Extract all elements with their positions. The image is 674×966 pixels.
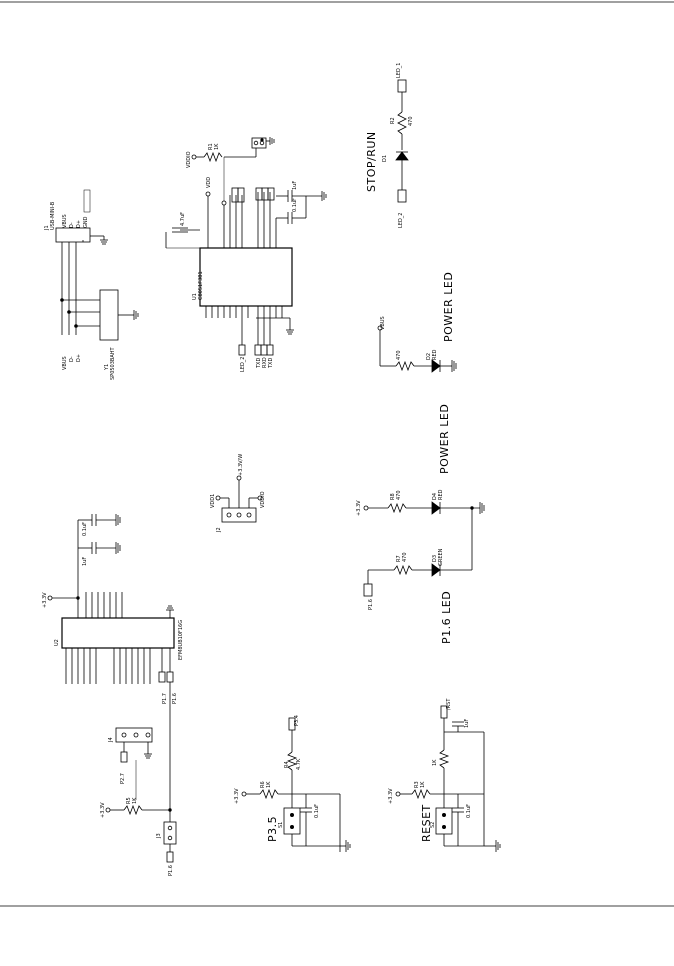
d4-color: RED: [438, 489, 444, 500]
stop-run-label: STOP/RUN: [365, 131, 378, 192]
reset-button-circuit: /RST +3.3V R3 1K 1K S2 0.1uF 1uF RESET: [388, 698, 501, 852]
r1-refdes: R1: [208, 143, 214, 150]
d3-p16: P1.6: [368, 599, 374, 610]
d3-color: GREEN: [438, 548, 444, 566]
r3-value: 470: [396, 350, 402, 360]
c-value-8: 1uF: [464, 719, 470, 728]
d4-refdes: D4: [432, 493, 438, 500]
j2-refdes: J2: [216, 527, 222, 533]
power-led-upper-label: POWER LED: [442, 272, 455, 342]
mcu-u1: U1 C8051F381 LED_2 TXD RXD TXD: [192, 192, 294, 372]
led1-net: LED_1: [396, 63, 402, 78]
header-j4: J4 P2.7: [108, 727, 153, 784]
led2-net: LED_2: [398, 213, 404, 228]
r2-refdes: R2: [390, 117, 396, 124]
u1-tx2: TXD: [268, 358, 274, 369]
r6-refdes: R6: [260, 781, 266, 788]
s2-3v3: +3.3V: [388, 788, 394, 804]
j1-vbus: VBUS: [62, 214, 68, 228]
j2-vddio: VDDIO: [260, 491, 266, 508]
mcu-u2: U2 EFM8UB10F16G P1.7 P1.6 +3.3V 0.1uF 1u…: [42, 514, 184, 810]
c-value-6: 0.1uF: [314, 804, 320, 818]
power-led-mid-circuit: +3.3V R8 470 D4 RED POWER LED: [356, 404, 485, 516]
r8-refdes: R8: [390, 493, 396, 500]
c-value-2: 0.1uF: [292, 198, 298, 212]
power-led-upper-circuit: VBUS 470 D2 RED POWER LED: [377, 272, 457, 373]
p16-led-label: P1.6 LED: [440, 591, 453, 644]
y1-dp: D+: [76, 354, 82, 362]
r5-value: 1K: [132, 797, 138, 804]
u1-support-components: VDD VDDIO R1 1K 1uF 0.1uF: [165, 137, 327, 249]
y1-refdes: Y1: [104, 364, 110, 371]
vdd-net-top: VDD: [206, 177, 212, 188]
r2-value: 470: [408, 116, 414, 126]
j1-dm: D-: [69, 222, 75, 228]
c-value-4: 0.1uF: [82, 522, 88, 536]
u2-3v3: +3.3V: [42, 592, 48, 608]
d2-refdes: D2: [426, 353, 432, 360]
j1-part: USB-MINI-B: [50, 201, 56, 230]
r1-value: 1K: [214, 143, 220, 150]
s2-refdes: S2: [430, 822, 436, 828]
d3-refdes: D3: [432, 555, 438, 562]
u2-part: EFM8UB10F16G: [178, 620, 184, 660]
jumper-j2: VDD1 +3.3V/W VDDIO J2: [210, 454, 266, 533]
c-value-3: 4.7uF: [180, 212, 186, 226]
j1-refdes: J1: [44, 225, 50, 231]
vddio-net: VDDIO: [186, 151, 192, 168]
u1-tx: TXD: [256, 358, 262, 369]
power-led-mid-label: POWER LED: [438, 404, 451, 474]
reset-label: RESET: [420, 804, 433, 842]
j2-vdd1: VDD1: [210, 494, 216, 508]
u1-rx: RXD: [262, 357, 268, 368]
p35-button-circuit: P3.4 +3.3V R6 1K R4 4.7K S1 0.1uF P3.5: [234, 715, 351, 852]
stop-run-led-circuit: LED_1 LED_2 R2 470 D1 STOP/RUN: [365, 63, 414, 228]
s2-rst: /RST: [446, 698, 452, 710]
p16-led-circuit: P1.6 R7 470 D3 GREEN P1.6 LED: [363, 506, 474, 644]
r-reset-value: 1K: [432, 759, 438, 766]
j4-refdes: J4: [108, 737, 114, 743]
r4-value: 4.7K: [296, 758, 302, 770]
y1-vbus: VBUS: [62, 356, 68, 370]
d2-color: RED: [432, 349, 438, 360]
r3-refdes: R3: [414, 781, 420, 788]
s1-3v3: +3.3V: [234, 788, 240, 804]
r5-refdes: R5: [126, 797, 132, 804]
u1-led2: LED_2: [240, 357, 246, 372]
pullup-r5-j3: +3.3V R5 1K J3 P1.6: [100, 797, 177, 876]
r4-refdes: R4: [284, 761, 290, 768]
r6-value: 1K: [266, 781, 272, 788]
j3-p16: P1.6: [168, 865, 174, 876]
u2-p16: P1.6: [172, 693, 178, 704]
r7-value: 470: [402, 552, 408, 562]
u2-p17: P1.7: [162, 693, 168, 704]
d1-refdes: D1: [382, 155, 388, 162]
u2-refdes: U2: [54, 639, 60, 646]
c-value-5: 1uF: [82, 557, 88, 566]
s1-refdes: S1: [278, 822, 284, 828]
j2-3v3w: +3.3V/W: [238, 454, 244, 476]
r3-value: 1K: [420, 781, 426, 788]
s1-p34: P3.4: [294, 715, 300, 726]
j3-refdes: J3: [156, 833, 162, 839]
j4-p27: P2.7: [120, 773, 126, 784]
u1-refdes: U1: [192, 293, 198, 300]
r5-3v3: +3.3V: [100, 802, 106, 818]
c-value-7: 0.1uF: [466, 804, 472, 818]
power-led-net: VBUS: [380, 316, 386, 330]
r8-value: 470: [396, 490, 402, 500]
esd-protector-y1: Y1 SP0503BAHT VBUS D- D+: [60, 289, 139, 380]
y1-part: SP0503BAHT: [110, 346, 116, 380]
j1-dp: D+: [76, 220, 82, 228]
r7-refdes: R7: [396, 555, 402, 562]
usb-connector-j1: J1 USB-MINI-B VBUS D- D+ GND: [44, 189, 108, 335]
p35-label: P3.5: [266, 816, 279, 842]
d4-3v3: +3.3V: [356, 500, 362, 516]
c-value-1: 1uF: [292, 181, 298, 190]
j1-gnd: GND: [83, 216, 89, 228]
u1-part: C8051F381: [198, 271, 204, 300]
y1-dm: D-: [69, 356, 75, 362]
